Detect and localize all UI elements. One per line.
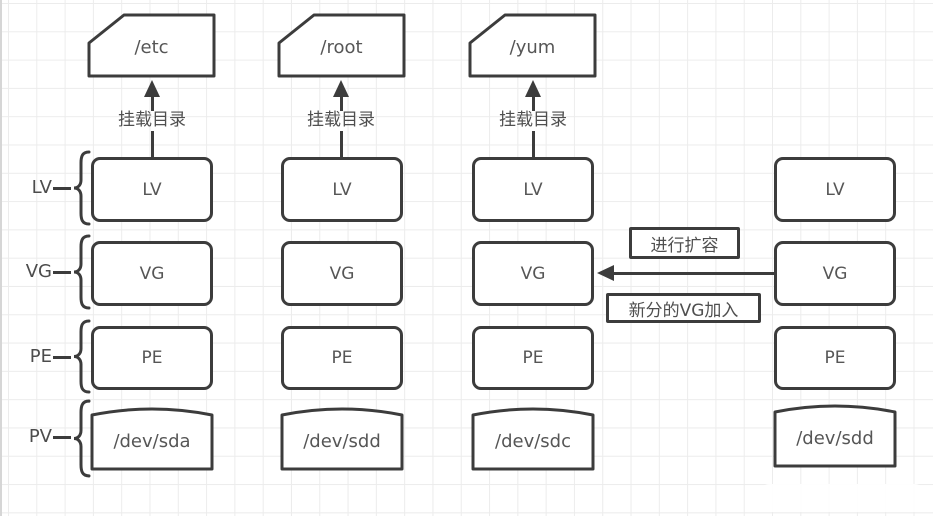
col2-lv-box: LV <box>281 157 403 222</box>
mount-target-label: /root <box>320 36 363 58</box>
pv-device-label: /dev/sdc <box>495 431 571 452</box>
up-arrowhead-icon <box>333 80 349 97</box>
col3-pv-shape: /dev/sdc <box>471 402 595 472</box>
mount-connector-line <box>532 131 535 158</box>
mount-connector-line <box>151 131 154 158</box>
col1-lv-box: LV <box>91 157 213 222</box>
col1-vg-box: VG <box>91 241 213 306</box>
mount-target-shape-root: /root <box>276 13 407 79</box>
folder-shape-icon <box>277 13 406 78</box>
watermark-overlay <box>756 484 928 512</box>
join-annotation: 新分的VG加入 <box>606 293 761 323</box>
row-label-lv: LV <box>31 177 52 198</box>
col2-pe-box: PE <box>281 326 403 390</box>
expand-annotation: 进行扩容 <box>629 227 740 259</box>
up-arrowhead-icon <box>144 80 160 97</box>
mount-target-shape-yum: /yum <box>467 13 598 79</box>
col1-pv-shape: /dev/sda <box>90 402 214 472</box>
mount-target-shape-etc: /etc <box>86 13 217 79</box>
col4-pe-box: PE <box>774 326 896 390</box>
col3-pe-box: PE <box>472 326 594 390</box>
pv-label-connector <box>53 436 71 439</box>
folder-shape-icon <box>87 13 216 78</box>
vg-brace-icon <box>73 234 91 310</box>
pv-device-label: /dev/sdd <box>796 428 874 449</box>
mount-directory-label: 挂载目录 <box>307 110 375 130</box>
col4-pv-shape: /dev/sdd <box>773 399 897 469</box>
pv-device-label: /dev/sdd <box>303 431 381 452</box>
mount-directory-label: 挂载目录 <box>499 110 567 130</box>
col2-vg-box: VG <box>281 241 403 306</box>
up-arrowhead-icon <box>525 80 541 97</box>
pv-brace-icon <box>73 399 91 478</box>
disk-shape-icon <box>471 407 595 471</box>
col3-vg-box: VG <box>472 241 594 306</box>
mount-connector-line <box>532 95 535 111</box>
col4-vg-box: VG <box>774 241 896 306</box>
lv-label-connector <box>53 187 71 190</box>
col1-pe-box: PE <box>91 326 213 390</box>
vg-label-connector <box>53 271 71 274</box>
mount-connector-line <box>151 95 154 111</box>
mount-target-label: /etc <box>134 36 169 58</box>
left-edge-strip <box>0 0 2 516</box>
vg-join-arrow-line <box>610 272 774 275</box>
pe-brace-icon <box>73 319 91 394</box>
mount-connector-line <box>340 95 343 111</box>
disk-shape-icon <box>773 404 897 468</box>
left-arrowhead-icon <box>597 265 614 281</box>
pe-label-connector <box>53 356 71 359</box>
mount-target-label: /yum <box>509 36 556 58</box>
folder-shape-icon <box>468 13 597 78</box>
col3-lv-box: LV <box>472 157 594 222</box>
mount-directory-label: 挂载目录 <box>118 110 186 130</box>
lv-brace-icon <box>73 150 91 226</box>
disk-shape-icon <box>90 407 214 471</box>
row-label-pv: PV <box>28 426 52 447</box>
disk-shape-icon <box>280 407 404 471</box>
mount-connector-line <box>340 131 343 158</box>
row-label-pe: PE <box>29 346 52 367</box>
col4-lv-box: LV <box>774 157 896 222</box>
row-label-vg: VG <box>25 261 52 282</box>
pv-device-label: /dev/sda <box>113 431 191 452</box>
col2-pv-shape: /dev/sdd <box>280 402 404 472</box>
